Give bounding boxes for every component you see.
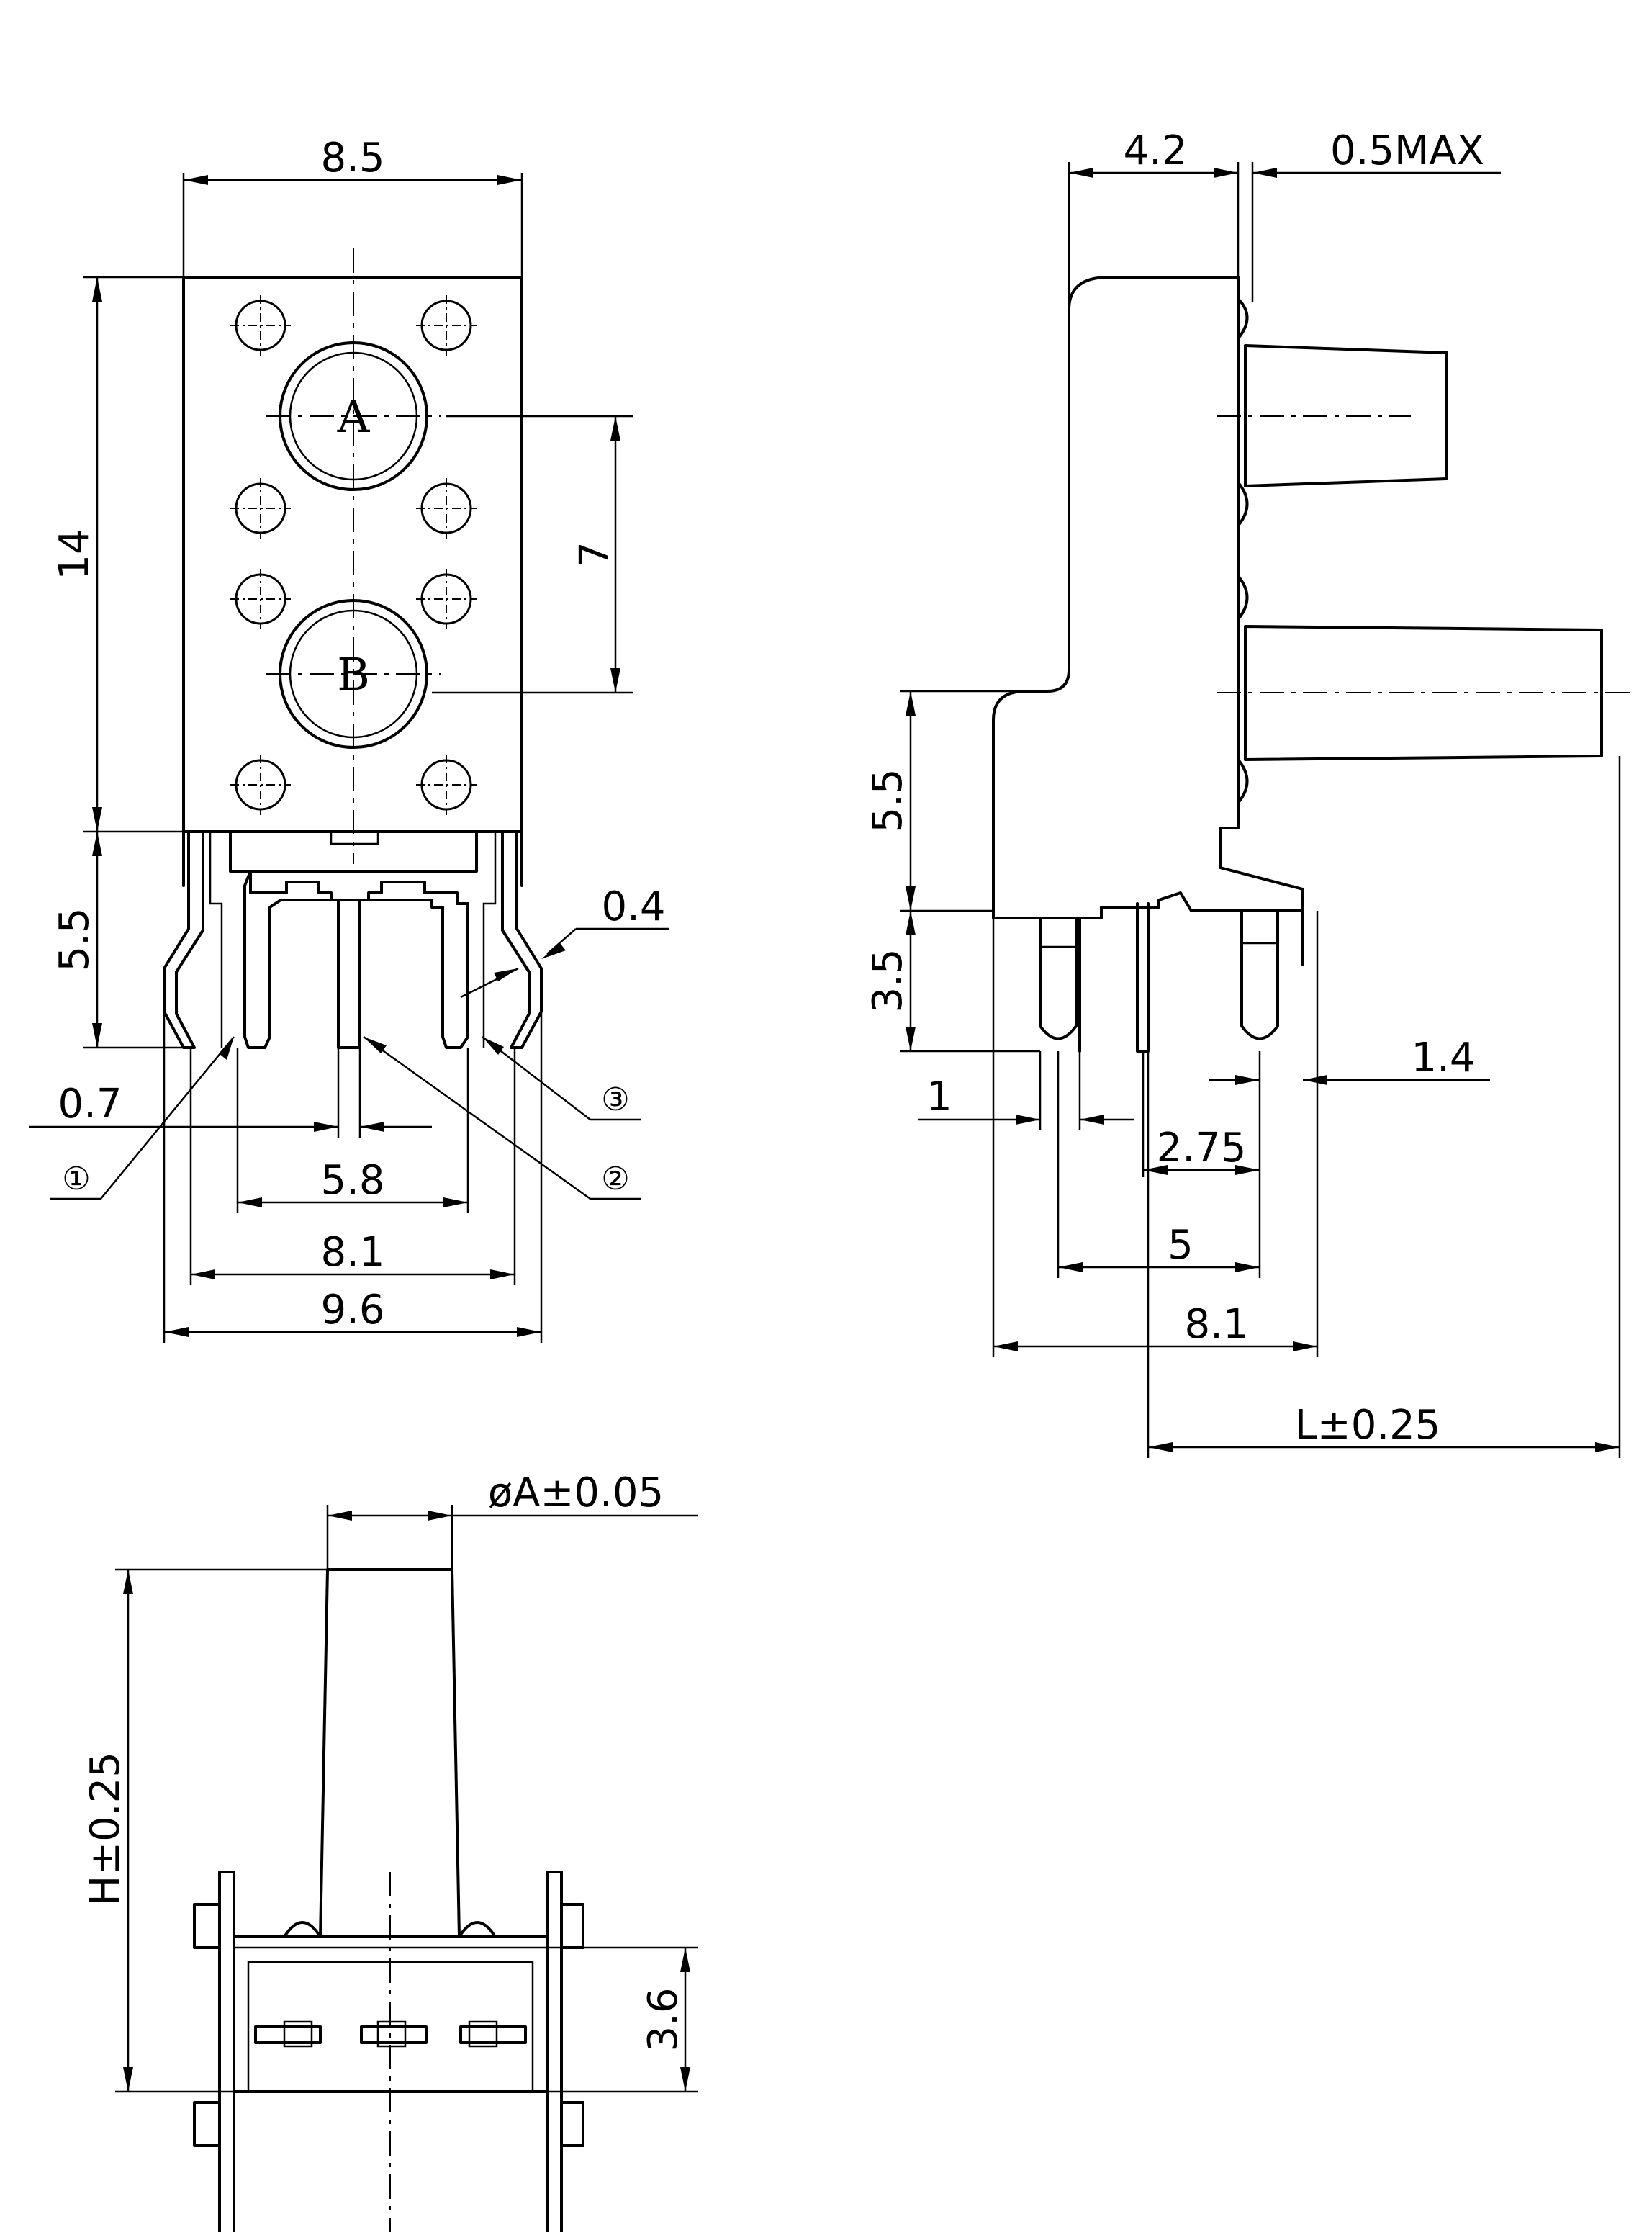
dimension-1: 1	[918, 1051, 1134, 1130]
dimension-7: 7	[432, 415, 633, 694]
pin-3-label: ③	[601, 1081, 629, 1118]
dim-4-2-label: 4.2	[1123, 127, 1187, 174]
dim-l-label: L±0.25	[1295, 1402, 1441, 1449]
pin-3-callout: ③	[482, 1036, 641, 1121]
mounting-hole-icon	[415, 753, 478, 816]
dim-5-8-label: 5.8	[320, 1157, 384, 1204]
contact-slot	[459, 2025, 527, 2044]
right-mounting-leg	[501, 830, 543, 1049]
dimension-4-2: 4.2	[1068, 127, 1240, 302]
dome-icon	[1237, 481, 1249, 527]
dim-3-6-label: 3.6	[640, 1987, 687, 2051]
dome-icon	[1237, 297, 1249, 340]
dim-8-5-label: 8.5	[320, 135, 384, 181]
side-body-outline	[992, 276, 1304, 919]
dim-8-1-side-label: 8.1	[1184, 1301, 1248, 1348]
contact-slot	[254, 2025, 322, 2044]
dim-8-1-label: 8.1	[320, 1229, 384, 1276]
side-lead-left	[1039, 917, 1078, 1040]
dimension-5-5-side: 5.5	[865, 690, 1026, 912]
dimension-3-6: 3.6	[547, 1946, 698, 2093]
dimension-5-5: 5.5	[51, 832, 194, 1049]
dimension-5: 5	[1057, 1051, 1260, 1278]
side-lead-center	[1136, 902, 1150, 1053]
actuator-a	[1244, 344, 1448, 487]
dim-5-5-label: 5.5	[51, 907, 98, 971]
actuator-b	[1244, 625, 1603, 761]
dimension-0-7: 0.7	[29, 1048, 432, 1138]
mounting-hole-icon	[415, 477, 478, 540]
dim-5-label: 5	[1168, 1222, 1193, 1269]
pin-2-callout: ②	[363, 1035, 641, 1200]
mounting-hole-icon	[229, 294, 292, 357]
dim-h-label: H±0.25	[82, 1752, 129, 1906]
dimension-0-5max: 0.5MAX	[1251, 127, 1501, 302]
contact-slot	[360, 2025, 428, 2044]
dimension-5-8: 5.8	[236, 1048, 469, 1213]
mounting-hole-icon	[229, 567, 292, 631]
dimension-h: H±0.25	[82, 1568, 328, 2093]
side-lead-right	[1240, 909, 1279, 1040]
bottom-view: øA±0.05 H±0.25 3.6	[82, 1470, 698, 2232]
dimension-9-6: 9.6	[163, 1012, 543, 1343]
dimension-3-5: 3.5	[865, 911, 1040, 1053]
pin-2-label: ②	[601, 1161, 629, 1197]
dim-0-5max-label: 0.5MAX	[1330, 127, 1484, 174]
dim-5-5-side-label: 5.5	[865, 768, 911, 832]
dimension-2-75: 2.75	[1142, 1051, 1261, 1278]
dim-9-6-label: 9.6	[320, 1287, 384, 1333]
mounting-hole-icon	[229, 753, 292, 816]
front-view: A B 8.5	[29, 135, 669, 1343]
dome-icon	[1237, 758, 1249, 804]
dim-0-7-label: 0.7	[58, 1081, 122, 1128]
dim-diameter-label: øA±0.05	[488, 1470, 664, 1516]
terminal-leads	[243, 870, 469, 1049]
dimension-1-4: 1.4	[1209, 1035, 1490, 1085]
pin-1-callout: ①	[50, 1036, 235, 1200]
dim-1-label: 1	[926, 1074, 952, 1120]
dim-3-5-label: 3.5	[865, 948, 911, 1012]
mounting-hole-icon	[415, 567, 478, 631]
dimension-8-1: 8.1	[189, 1048, 516, 1285]
dim-0-4-label: 0.4	[601, 883, 665, 930]
dim-2-75-label: 2.75	[1157, 1125, 1247, 1171]
dimension-l: L±0.25	[1147, 756, 1621, 1458]
right-leg	[546, 1871, 563, 2232]
dimension-14: 14	[51, 276, 184, 833]
side-view: 4.2 0.5MAX 5.5 3.5	[865, 127, 1630, 1458]
dimension-diameter: øA±0.05	[326, 1470, 698, 1570]
dimension-8-1-side: 8.1	[992, 911, 1319, 1357]
mounting-hole-icon	[415, 294, 478, 357]
mounting-hole-icon	[229, 477, 292, 540]
dimension-0-4: 0.4	[460, 883, 669, 999]
dim-14-label: 14	[51, 528, 98, 580]
dim-1-4-label: 1.4	[1411, 1035, 1475, 1081]
dim-7-label: 7	[572, 541, 618, 567]
left-leg	[218, 1871, 235, 2232]
pin-1-label: ①	[62, 1161, 90, 1197]
dome-icon	[1237, 575, 1249, 621]
dimension-8-5: 8.5	[182, 135, 523, 277]
